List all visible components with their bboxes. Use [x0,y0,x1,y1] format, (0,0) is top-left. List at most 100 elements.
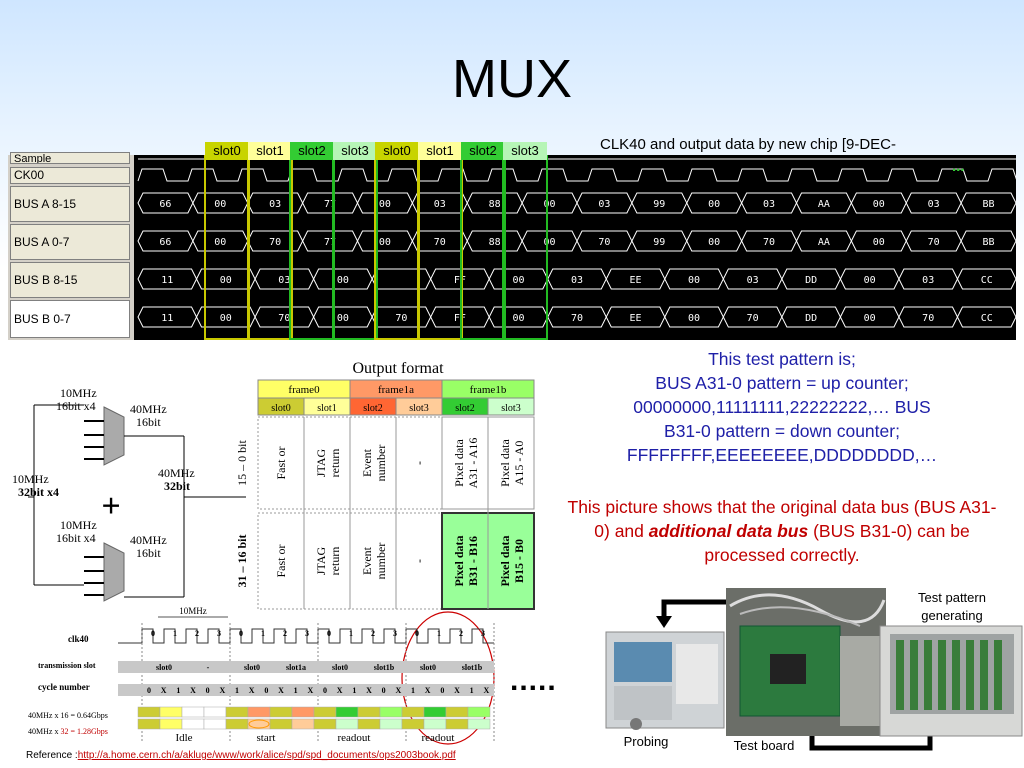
bus-value: 11 [161,313,173,324]
signal-bus-a-8-15[interactable]: BUS A 8-15 [10,186,130,222]
bus-value: 70 [598,237,610,248]
table-cell-text: JTAGreturn [314,448,342,477]
clk-number: 0 [239,629,243,638]
photo-area [605,588,1023,751]
bus-value: 66 [159,237,171,248]
mux-main-in-freq: 10MHz [12,472,49,486]
cycle-number: 1 [411,686,415,695]
row-label-low: 15 – 0 bit [235,440,249,486]
signal-bus-b-0-7[interactable]: BUS B 0-7 [10,300,130,338]
clk-number: 0 [327,629,331,638]
cycle-number: 0 [323,686,327,695]
bus-value: 00 [708,199,720,210]
rate-1: 40MHz x 16 = 0.64Gbps [28,711,108,720]
bus-value: 88 [489,199,501,210]
table-cell-text: - [412,559,426,563]
mux-bot-in-bits: 16bit x4 [56,531,96,545]
cycle-number: X [219,686,225,695]
table-cell-text: Pixel dataA15 - A0 [498,439,526,487]
table-cell-text: Eventnumber [360,445,388,482]
reference-link[interactable]: http://a.home.cern.ch/a/akluge/www/work/… [77,750,456,761]
table-slot: slot3 [501,403,520,414]
clk-label: clk40 [68,634,89,644]
bus-value: DD [805,275,817,286]
timing-clk-trace [118,628,494,644]
cycle-number: 1 [470,686,474,695]
bus-segment [960,192,1016,214]
bus-value: 00 [220,275,232,286]
clk-number: 1 [173,629,177,638]
table-cell-text: Fast or [274,446,288,479]
p1-line: 00000000,11111111,22222222,… BUS [633,397,931,417]
bus-value: 70 [747,313,759,324]
row-label-high: 31 – 16 bit [235,534,249,587]
bus-value: 70 [395,313,407,324]
bus-value: 70 [269,237,281,248]
signal-sample[interactable]: Sample [10,152,130,164]
bus-segment [960,230,1016,252]
slot-label: slot0 [205,142,249,160]
slot-label: slot2 [461,142,505,160]
table-cell-text: JTAGreturn [314,546,342,575]
bus-value: 00 [864,313,876,324]
bus-value: 00 [873,237,885,248]
bus-value: EE [630,275,642,286]
probing-photo [605,631,725,730]
waveform-caption: CLK40 and output data by new chip [9-DEC… [600,136,965,175]
signal-ck00[interactable]: CK00 [10,167,130,184]
slot-box [247,155,293,340]
cycle-number: X [190,686,196,695]
bus-value: 70 [922,313,934,324]
mux-top-in-freq: 10MHz [60,386,97,400]
cycle-number: X [366,686,372,695]
bus-value: BB [983,237,995,248]
test-board-photo [726,588,886,736]
bus-value: 77 [324,199,336,210]
mux-bot-in-freq: 10MHz [60,518,97,532]
cycle-number: 1 [235,686,239,695]
cycle-number: 0 [264,686,268,695]
timing-slot: slot0 [332,663,348,672]
table-cell-text: Pixel dataA31 - A16 [452,438,480,489]
bus-value: 00 [688,313,700,324]
bus-value: 03 [571,275,583,286]
bus-value: 00 [708,237,720,248]
table-slot: slot2 [455,403,474,414]
cycle-number: X [249,686,255,695]
frame-table: frame0 frame1a frame1b slot0 slot1 slot2… [235,379,535,610]
cycle-number: X [483,686,489,695]
table-cell-text: Pixel dataB15 - B0 [498,536,526,587]
mux-top [84,406,184,466]
bus-value: 70 [571,313,583,324]
p1-line: FFFFFFFF,EEEEEEEE,DDDDDDDD,… [626,445,938,465]
ellipsis-dots: ..... [510,664,557,697]
bus-value: 03 [922,275,934,286]
clk-number: 3 [393,629,397,638]
timing-state: Idle [175,732,192,744]
clk-number: 3 [217,629,221,638]
bus-value: 00 [688,275,700,286]
timing-slot: - [207,663,210,672]
bus-value: 70 [763,237,775,248]
bus-value: CC [981,313,993,324]
bus-value: 00 [873,199,885,210]
table-cell-text: Fast or [274,544,288,577]
bus-value: 00 [512,275,524,286]
timing-slot: slot0 [244,663,260,672]
cycle-number: 0 [440,686,444,695]
signal-bus-b-8-15[interactable]: BUS B 8-15 [10,262,130,298]
bus-value: 88 [489,237,501,248]
cycle-number: X [425,686,431,695]
test-pattern-description: This test pattern is; BUS A31-0 pattern … [562,347,1002,467]
test-board-caption: Test board [733,738,795,753]
signal-list: Sample CK00 BUS A 8-15 BUS A 0-7 BUS B 8… [8,152,134,340]
cycle-number: 0 [382,686,386,695]
frame1b-label: frame1b [470,384,507,396]
bus-value: 00 [214,237,226,248]
mux-top-in-bits: 16bit x4 [56,399,96,413]
cycle-number: 0 [147,686,151,695]
frame1a-label: frame1a [378,384,414,396]
signal-bus-a-0-7[interactable]: BUS A 0-7 [10,224,130,260]
bus-value: 03 [598,199,610,210]
timing-slot: slot1b [462,663,483,672]
